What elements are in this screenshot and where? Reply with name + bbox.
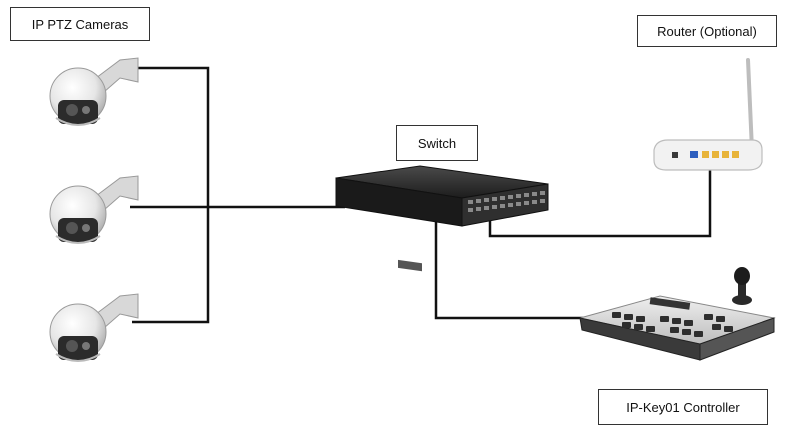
cable-camera-1 xyxy=(132,66,210,324)
switch-label: Switch xyxy=(396,125,478,161)
cable-switch-to-controller xyxy=(434,222,588,320)
wifi-router-icon xyxy=(653,58,763,171)
network-cables xyxy=(130,66,712,324)
ptz-camera-icon xyxy=(49,57,139,126)
controller-label: IP-Key01 Controller xyxy=(598,389,768,425)
network-switch-icon xyxy=(335,165,549,272)
router-label: Router (Optional) xyxy=(637,15,777,47)
ptz-camera-icon xyxy=(49,293,139,362)
switch-ports xyxy=(468,191,545,212)
ptz-camera-icon xyxy=(49,175,139,244)
cable-switch-to-router xyxy=(488,170,712,238)
cameras-label: IP PTZ Cameras xyxy=(10,7,150,41)
ptz-keyboard-controller-icon xyxy=(579,267,776,361)
controller-keys xyxy=(612,312,733,337)
